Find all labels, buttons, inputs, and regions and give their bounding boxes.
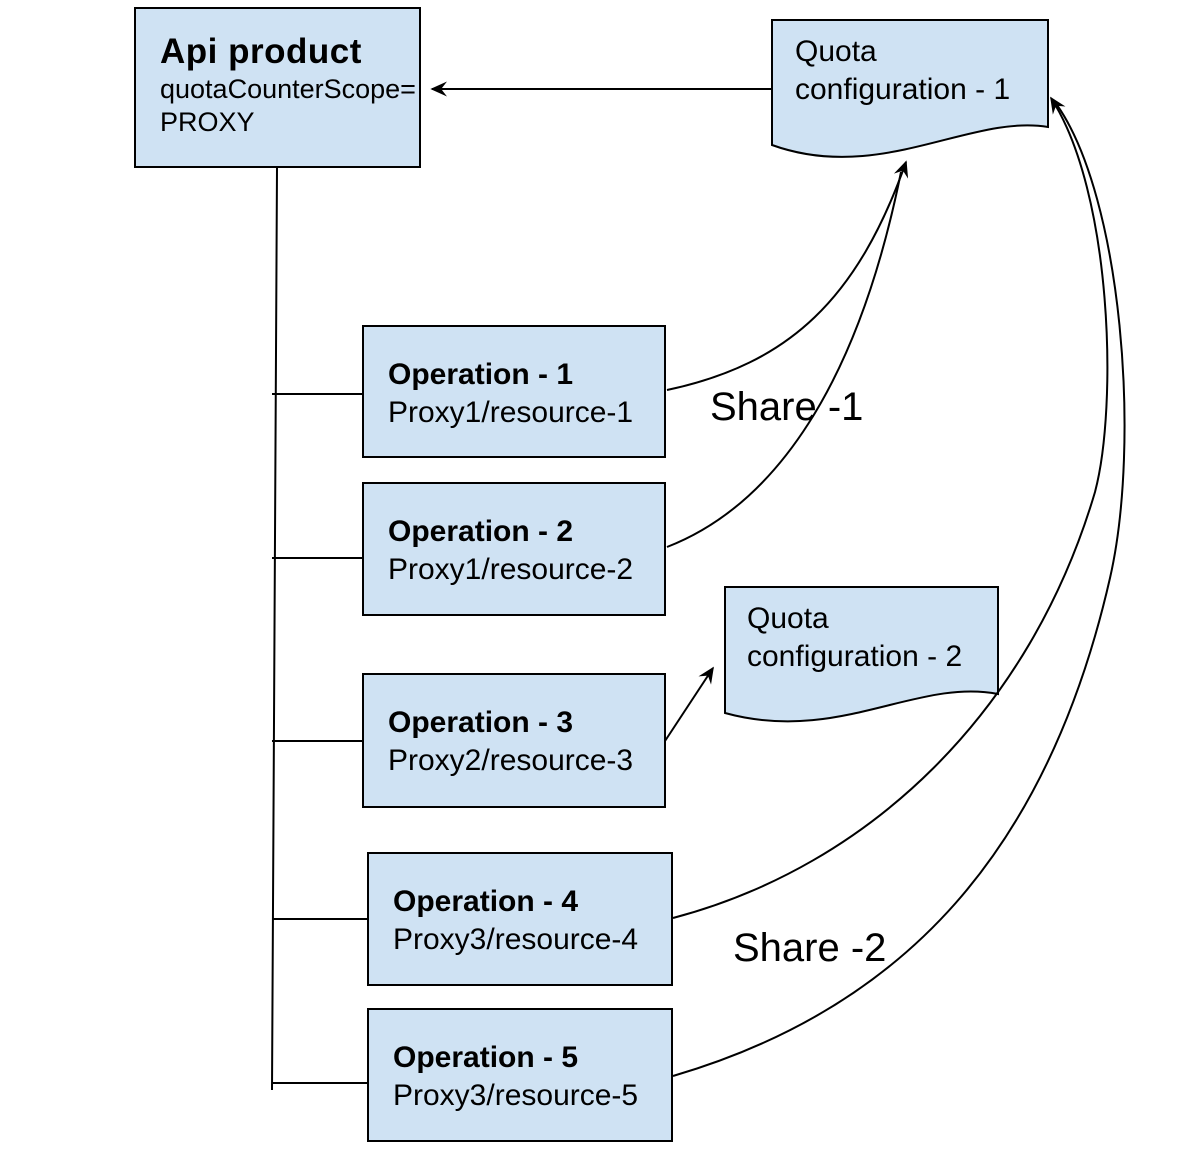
operation-1-box: Operation - 1 Proxy1/resource-1 — [362, 325, 666, 458]
arrow-operation5-to-quota1 — [672, 104, 1126, 1077]
operation-2-title: Operation - 2 — [388, 515, 574, 548]
operation-5-box: Operation - 5 Proxy3/resource-5 — [367, 1008, 673, 1142]
share-1-label: Share -1 — [710, 385, 864, 429]
operation-2-box: Operation - 2 Proxy1/resource-2 — [362, 482, 666, 616]
api-product-title: Api product — [160, 32, 362, 71]
operation-1-resource: Proxy1/resource-1 — [388, 396, 634, 429]
quota-configuration-2-document-shape — [724, 586, 999, 723]
share-2-label: Share -2 — [733, 926, 887, 970]
arrow-operation1-to-quota1 — [666, 160, 909, 391]
quota-configuration-1-line1: Quota — [795, 35, 877, 68]
operation-3-resource: Proxy2/resource-3 — [388, 744, 634, 777]
api-product-attr-line1: quotaCounterScope= — [160, 74, 416, 104]
operation-1-title: Operation - 1 — [388, 358, 574, 391]
operation-5-resource: Proxy3/resource-5 — [393, 1079, 639, 1112]
operation-2-resource: Proxy1/resource-2 — [388, 553, 634, 586]
operation-4-resource: Proxy3/resource-4 — [393, 923, 639, 956]
arrow-operation2-to-quota1 — [666, 171, 902, 548]
operation-3-title: Operation - 3 — [388, 706, 574, 739]
quota-configuration-2-line1: Quota — [747, 602, 829, 635]
api-product-attr-line2: PROXY — [160, 107, 255, 137]
arrow-operation4-to-quota1 — [672, 96, 1109, 919]
quota-configuration-1-line2: configuration - 1 — [795, 73, 1011, 106]
quota-configuration-2-line2: configuration - 2 — [747, 640, 963, 673]
api-product-box: Api product quotaCounterScope= PROXY — [134, 7, 421, 168]
arrow-operation3-to-quota2 — [664, 666, 714, 742]
quota-configuration-2-label: Quota configuration - 2 — [747, 600, 962, 676]
operation-5-title: Operation - 5 — [393, 1041, 579, 1074]
operation-3-box: Operation - 3 Proxy2/resource-3 — [362, 673, 666, 808]
operation-4-box: Operation - 4 Proxy3/resource-4 — [367, 852, 673, 986]
api-product-to-operations-tree-line — [271, 167, 367, 1091]
quota-configuration-1-document-shape — [771, 19, 1049, 158]
quota-configuration-1-label: Quota configuration - 1 — [795, 33, 1010, 109]
operation-4-title: Operation - 4 — [393, 885, 579, 918]
